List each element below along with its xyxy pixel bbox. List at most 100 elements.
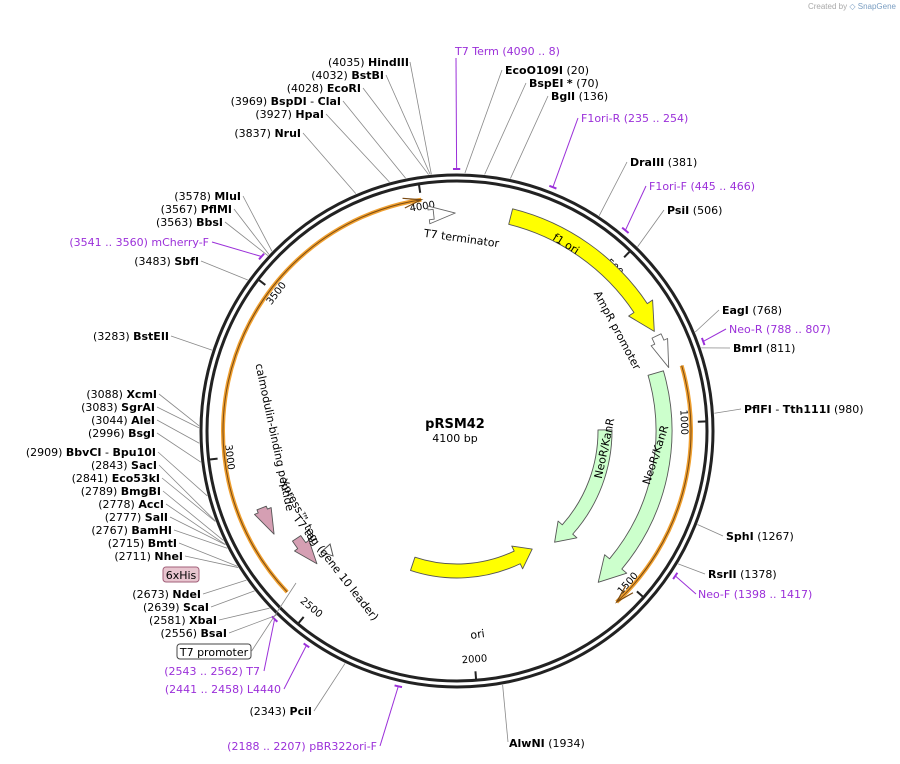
- primer-label: F1ori-F (445 .. 466): [649, 180, 755, 193]
- primer-leader-line: [552, 117, 579, 188]
- bp-tick: [636, 590, 645, 599]
- svg-text:(2715) BmtI: (2715) BmtI: [108, 537, 177, 550]
- enzyme-pos: (2778): [98, 498, 135, 511]
- enzyme-name: PsiI: [667, 204, 689, 217]
- primer-label: (2543 .. 2562) T7: [164, 665, 260, 678]
- bp-tick: [297, 616, 305, 625]
- enzyme-leader-line: [325, 113, 390, 183]
- enzyme-pos: (2777): [105, 511, 142, 524]
- enzyme-name: EcoO109I: [505, 64, 563, 77]
- enzyme-label: (3563) BbsI: [156, 216, 223, 229]
- label-leader-lines: [156, 61, 742, 743]
- enzyme-name: SbfI: [174, 255, 199, 268]
- svg-text:RsrII (1378): RsrII (1378): [708, 568, 777, 581]
- enzyme-leader-line: [169, 516, 226, 546]
- svg-text:BspEI * (70): BspEI * (70): [529, 77, 599, 90]
- enzyme-leader-line: [242, 195, 273, 252]
- enzyme-label: (2581) XbaI: [149, 614, 217, 627]
- primer-leader-line: [283, 645, 307, 690]
- enzyme-name: DraIII: [630, 156, 664, 169]
- primer-name: Neo-F: [698, 588, 730, 601]
- enzyme-label: DraIII (381): [630, 156, 697, 169]
- primer-site-mark: [672, 572, 679, 580]
- enzyme-leader-line: [313, 663, 346, 712]
- enzyme-pos: (20): [567, 64, 590, 77]
- enzyme-leader-line: [161, 477, 216, 522]
- enzyme-pos: (2639): [143, 601, 180, 614]
- backbone-inner-strand: [205, 179, 709, 683]
- enzyme-name: BmgBI: [121, 485, 161, 498]
- enzyme-label: BmrI (811): [733, 342, 795, 355]
- primer-leader-lines: [211, 57, 727, 747]
- enzyme-pos: (768): [752, 304, 782, 317]
- enzyme-name: BbvCI: [66, 446, 102, 459]
- primer-label: (3541 .. 3560) mCherry-F: [69, 236, 209, 249]
- enzyme-name: NruI: [274, 127, 301, 140]
- svg-text:PsiI (506): PsiI (506): [667, 204, 722, 217]
- enzyme-leader-line: [184, 555, 239, 568]
- enzyme-name: AlwNI: [509, 737, 545, 750]
- primer-range: (788 .. 807): [766, 323, 831, 336]
- svg-text:6xHis: 6xHis: [166, 569, 197, 582]
- enzyme-label: (4032) BstBI: [311, 69, 384, 82]
- enzyme-label: RsrII (1378): [708, 568, 777, 581]
- svg-text:(2841) Eco53kI: (2841) Eco53kI: [72, 472, 160, 485]
- svg-text:(3083) SgrAI: (3083) SgrAI: [81, 401, 155, 414]
- enzyme-leader-line: [697, 524, 724, 537]
- enzyme-name: XbaI: [189, 614, 217, 627]
- primer-range: (1398 .. 1417): [734, 588, 813, 601]
- enzyme-pos: (1267): [757, 530, 794, 543]
- feature-arrow: [597, 370, 673, 583]
- enzyme-pos: (811): [766, 342, 796, 355]
- enzyme-leader-line: [694, 309, 720, 333]
- primer-label: Neo-R (788 .. 807): [729, 323, 831, 336]
- enzyme-name: PflMI: [201, 203, 232, 216]
- enzyme-pos: (2556): [160, 627, 197, 640]
- primer-name: pBR322ori-F: [309, 740, 377, 753]
- svg-text:T7 Term (4090 .. 8): T7 Term (4090 .. 8): [454, 45, 560, 58]
- primer-site-mark: [621, 226, 630, 234]
- svg-text:(3044) AleI: (3044) AleI: [91, 414, 155, 427]
- enzyme-pos: (70): [576, 77, 599, 90]
- enzyme-leader-line: [409, 61, 432, 175]
- t7-promoter-label: T7 promoter: [176, 643, 252, 660]
- enzyme-name: RsrII: [708, 568, 737, 581]
- calmodulin-orf-arc-core: [222, 199, 422, 593]
- enzyme-label: (2909) BbvCI - Bpu10I: [26, 446, 156, 459]
- enzyme-name-2: Bpu10I: [113, 446, 157, 459]
- enzyme-name: SacI: [131, 459, 157, 472]
- enzyme-leader-line: [228, 614, 277, 634]
- primer-site-mark: [394, 684, 403, 689]
- enzyme-leader-line: [714, 408, 742, 414]
- primer-label: (2188 .. 2207) pBR322ori-F: [227, 740, 377, 753]
- feature-arrow: [554, 429, 613, 543]
- svg-text:(3563) BbsI: (3563) BbsI: [156, 216, 223, 229]
- svg-text:(3088) XcmI: (3088) XcmI: [86, 388, 157, 401]
- enzyme-leader-line: [170, 335, 213, 351]
- primer-range: (2441 .. 2458): [165, 683, 244, 696]
- enzyme-pos: (2909): [26, 446, 63, 459]
- enzyme-label: (3567) PflMI: [161, 203, 232, 216]
- enzyme-name: AccI: [138, 498, 164, 511]
- enzyme-pos: (3969): [231, 95, 268, 108]
- calmodulin-orf-head: [402, 197, 424, 209]
- enzyme-leader-line: [162, 490, 224, 541]
- enzyme-label: (2843) SacI: [91, 459, 157, 472]
- bp-tick-label: 2000: [461, 653, 487, 666]
- svg-text:EagI (768): EagI (768): [722, 304, 782, 317]
- svg-text:T7 promoter: T7 promoter: [179, 646, 249, 659]
- svg-text:(3927) HpaI: (3927) HpaI: [255, 108, 324, 121]
- svg-text:(2789) BmgBI: (2789) BmgBI: [81, 485, 161, 498]
- svg-text:BglI (136): BglI (136): [551, 90, 608, 103]
- primer-range: (4090 .. 8): [502, 45, 560, 58]
- enzyme-name-2: Tth111I: [783, 403, 831, 416]
- enzyme-label: (3044) AleI: [91, 414, 155, 427]
- primer-range: (445 .. 466): [690, 180, 755, 193]
- enzyme-pos: (506): [693, 204, 723, 217]
- svg-text:(2711) NheI: (2711) NheI: [114, 550, 183, 563]
- primer-leader-line: [455, 57, 458, 170]
- enzyme-leader-line: [362, 87, 429, 175]
- enzyme-leader-line: [156, 406, 200, 429]
- enzyme-name: BsaI: [201, 627, 227, 640]
- enzyme-label: BglI (136): [551, 90, 608, 103]
